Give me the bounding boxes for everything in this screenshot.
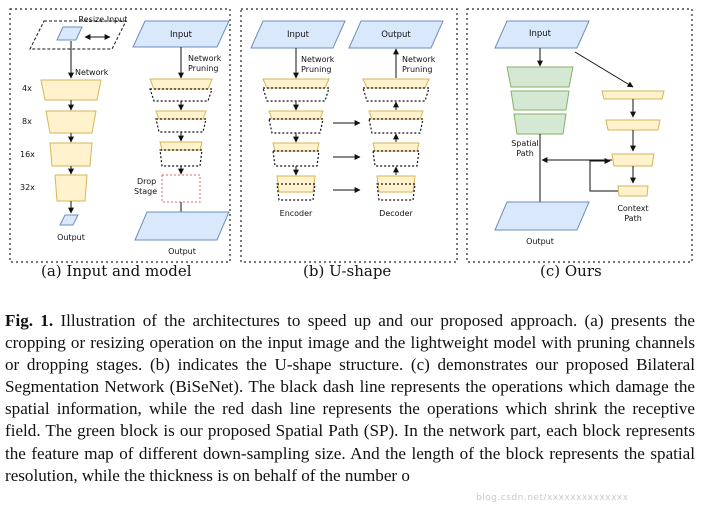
scale-16x: 16x [20,150,35,159]
input-plane-b [250,20,346,49]
caption-panel-a: (a) Input and model [41,262,192,280]
dec-block-3-cut [372,150,420,167]
block-32x [54,174,88,202]
enc-block-1-cut [262,87,330,102]
sp-block-1 [506,66,574,88]
output-right-label: Output [168,247,196,256]
dec-block-2 [368,110,424,120]
cp-block-3 [611,153,655,167]
arrow-cp-in [574,51,634,88]
figure-label: Fig. 1. [5,311,54,330]
output-label-c: Output [526,237,554,246]
pruned-block-3-cut [159,149,203,167]
resize-input-label: Resize Input [79,15,128,24]
sp-block-2 [510,90,570,111]
input-label-a: Input [170,30,193,40]
pruned-block-2-cut [155,118,207,133]
pruned-block-1 [149,78,213,90]
enc-block-3-cut [272,150,320,167]
cp-block-4 [617,185,649,197]
arrow-cp-feedback [589,158,618,192]
enc-block-2 [268,110,324,120]
panel-a: Resize Input Network 4x 8x 16x 32x Outpu… [9,8,231,263]
input-plane-c [494,20,590,49]
cp-block-2 [605,119,661,131]
enc-block-4-cut [276,183,316,201]
enc-block-1 [262,78,330,89]
panel-a-frame [9,8,231,263]
dec-block-4 [376,175,416,193]
block-4x [40,79,102,101]
architecture-figure: .frame { fill: none; stroke: #222; strok… [9,8,693,263]
cp-block-1 [601,90,665,100]
original-input-dashed [29,20,127,50]
caption-panel-b: (b) U-shape [303,262,392,280]
pruned-block-1-cut [149,88,213,102]
dropped-stage [161,174,201,203]
dec-block-1-cut [362,87,430,102]
block-8x [45,110,97,134]
output-plane-a [134,211,230,241]
panel-c-frame [466,8,693,263]
input-plane-a [132,20,230,48]
figure-caption-text: Illustration of the architectures to spe… [5,311,696,485]
input-label-c: Input [529,29,552,39]
dec-block-4-cut [376,183,416,201]
caption-panel-c: (c) Ours [540,262,602,280]
scale-8x: 8x [22,117,32,126]
network-label: Network [75,68,109,77]
enc-block-2-cut [268,118,324,134]
block-16x [49,142,93,167]
sp-block-3 [513,113,567,135]
output-plane-b [348,20,444,49]
enc-block-4 [276,175,316,193]
dec-block-1 [362,78,430,89]
input-label-b: Input [287,30,310,40]
panel-b-frame [240,8,458,263]
scale-4x: 4x [22,84,32,93]
output-left-plane [59,214,79,226]
scale-32x: 32x [20,183,35,192]
output-plane-c [494,201,590,231]
pruned-block-3 [159,141,203,151]
enc-block-3 [272,142,320,152]
figure-caption: Fig. 1. Illustration of the architecture… [5,310,695,487]
watermark: blog.csdn.net/xxxxxxxxxxxxxx [476,489,698,507]
decoder-label: Decoder [379,209,413,218]
encoder-label: Encoder [280,209,313,218]
resized-input [56,26,83,41]
output-label-b: Output [381,30,411,40]
pruned-block-2 [155,110,207,120]
dec-block-3 [372,142,420,152]
output-left-label: Output [57,233,85,242]
dec-block-2-cut [368,118,424,134]
